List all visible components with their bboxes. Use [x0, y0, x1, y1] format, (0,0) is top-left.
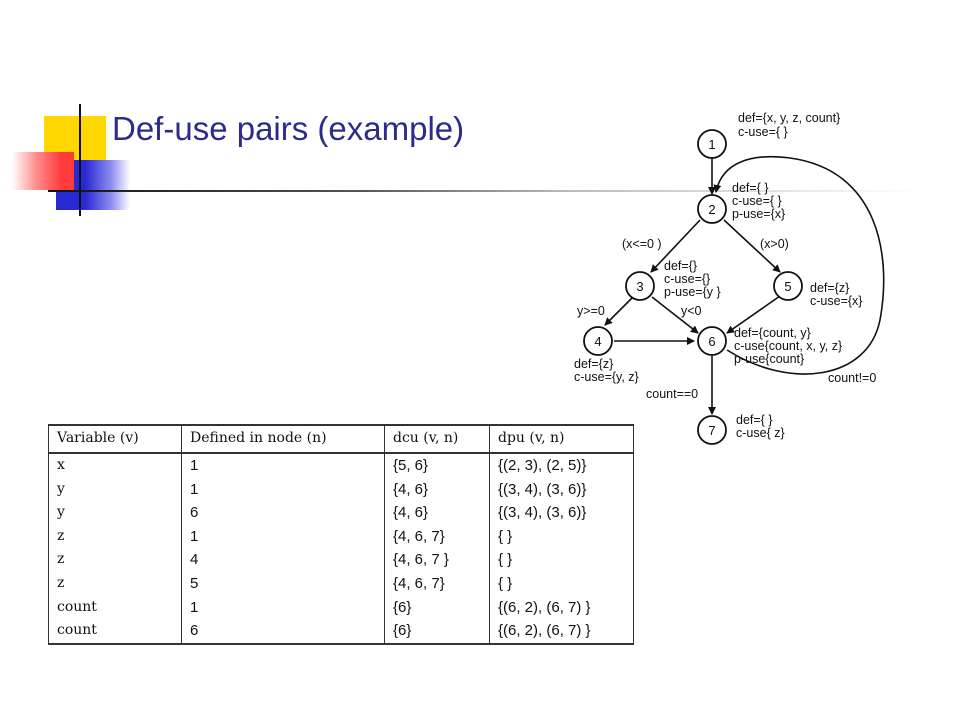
- node-3-cuse: c-use={}: [664, 272, 710, 286]
- cell-defined-node: 6: [181, 501, 385, 525]
- edge-3-6: [651, 296, 699, 334]
- cell-variable: y: [48, 501, 182, 525]
- table-row: z 5 {4, 6, 7} { }: [48, 571, 634, 596]
- edge-6-2: [713, 155, 885, 375]
- node-6-cuse: c-use{count, x, y, z}: [734, 339, 842, 353]
- cell-dpu: {(6, 2), (6, 7) }: [489, 595, 634, 620]
- column-header-dpu: dpu (v, n): [489, 424, 634, 454]
- table-row: y 6 {4, 6} {(3, 4), (3, 6)}: [48, 501, 634, 525]
- node-2: 2: [697, 194, 727, 224]
- node-6-def: def={count, y}: [734, 326, 811, 340]
- cell-variable: z: [48, 524, 182, 549]
- cell-dcu: {5, 6}: [384, 453, 490, 478]
- svg-text:4: 4: [594, 334, 601, 349]
- node-5-cuse: c-use={x}: [810, 294, 862, 308]
- vertical-rule: [79, 104, 81, 216]
- node-2-puse: p-use={x}: [732, 207, 785, 221]
- cell-defined-node: 1: [181, 524, 385, 549]
- edge-5-6: [726, 295, 781, 334]
- edge-3-4: [604, 297, 633, 326]
- cell-dpu: {(6, 2), (6, 7) }: [489, 619, 634, 645]
- cell-dcu: {4, 6}: [384, 477, 490, 502]
- title-underline: [48, 190, 568, 192]
- cell-dpu: {(2, 3), (2, 5)}: [489, 453, 634, 478]
- def-use-table: Variable (v) Defined in node (n) dcu (v,…: [48, 424, 634, 645]
- node-4-cuse: c-use={y, z}: [574, 370, 639, 384]
- cell-dcu: {6}: [384, 619, 490, 645]
- node-5: 5: [773, 271, 803, 301]
- slide-title: Def-use pairs (example): [112, 110, 465, 147]
- node-4-def: def={z}: [574, 357, 613, 371]
- table-row: x 1 {5, 6} {(2, 3), (2, 5)}: [48, 453, 634, 478]
- cell-defined-node: 1: [181, 453, 385, 478]
- node-1-cuse: c-use={ }: [738, 125, 788, 139]
- cell-dpu: { }: [489, 548, 634, 572]
- svg-text:3: 3: [636, 279, 643, 294]
- table-row: z 4 {4, 6, 7 } { }: [48, 548, 634, 572]
- cell-defined-node: 1: [181, 477, 385, 502]
- node-2-def: def={ }: [732, 181, 769, 195]
- table-row: z 1 {4, 6, 7} { }: [48, 524, 634, 549]
- edge-label-3-6: y<0: [681, 304, 702, 318]
- cell-dcu: {6}: [384, 595, 490, 620]
- node-6-puse: p-use{count}: [734, 352, 804, 366]
- column-header-dcu: dcu (v, n): [384, 424, 490, 454]
- cell-dcu: {4, 6, 7}: [384, 571, 490, 596]
- edge-2-3: [650, 219, 701, 273]
- node-2-cuse: c-use={ }: [732, 194, 782, 208]
- cell-variable: y: [48, 477, 182, 502]
- edge-2-5: [723, 219, 781, 273]
- node-3-puse: p-use={y }: [664, 285, 721, 299]
- node-3-def: def={}: [664, 259, 697, 273]
- cell-defined-node: 6: [181, 619, 385, 645]
- edge-label-2-3: (x<=0 ): [622, 237, 662, 251]
- title-underline-fade: [568, 190, 920, 192]
- cell-dpu: { }: [489, 571, 634, 596]
- node-5-def: def={z}: [810, 281, 849, 295]
- edge-label-2-5: (x>0): [760, 237, 789, 251]
- cell-defined-node: 1: [181, 595, 385, 620]
- column-header-variable: Variable (v): [48, 424, 182, 454]
- edge-label-6-2: count!=0: [828, 371, 876, 385]
- edge-label-6-7: count==0: [646, 387, 698, 401]
- table-row: count 6 {6} {(6, 2), (6, 7) }: [48, 619, 634, 645]
- cell-dpu: { }: [489, 524, 634, 549]
- node-3: 3: [625, 271, 655, 301]
- node-4: 4: [583, 326, 613, 356]
- cell-variable: x: [48, 453, 182, 478]
- cell-defined-node: 4: [181, 548, 385, 572]
- svg-text:7: 7: [708, 423, 715, 438]
- column-header-defined-in-node: Defined in node (n): [181, 424, 385, 454]
- node-7-cuse: c-use{ z}: [736, 426, 785, 440]
- node-1: 1: [697, 129, 727, 159]
- red-square: [12, 152, 74, 190]
- cell-dpu: {(3, 4), (3, 6)}: [489, 477, 634, 502]
- node-6: 6: [697, 326, 727, 356]
- cell-dcu: {4, 6}: [384, 501, 490, 525]
- cell-variable: count: [48, 619, 182, 645]
- node-7-def: def={ }: [736, 413, 773, 427]
- cell-dcu: {4, 6, 7 }: [384, 548, 490, 572]
- cell-dcu: {4, 6, 7}: [384, 524, 490, 549]
- svg-text:2: 2: [708, 202, 715, 217]
- cell-variable: z: [48, 571, 182, 596]
- edge-label-3-4: y>=0: [577, 304, 605, 318]
- cell-dpu: {(3, 4), (3, 6)}: [489, 501, 634, 525]
- cell-defined-node: 5: [181, 571, 385, 596]
- table-row: count 1 {6} {(6, 2), (6, 7) }: [48, 595, 634, 620]
- table-header-row: Variable (v) Defined in node (n) dcu (v,…: [48, 424, 634, 454]
- svg-text:6: 6: [708, 334, 715, 349]
- table-row: y 1 {4, 6} {(3, 4), (3, 6)}: [48, 477, 634, 502]
- cell-variable: z: [48, 548, 182, 572]
- cell-variable: count: [48, 595, 182, 620]
- node-1-def: def={x, y, z, count}: [738, 111, 840, 125]
- node-7: 7: [697, 415, 727, 445]
- svg-text:5: 5: [784, 279, 791, 294]
- svg-text:1: 1: [708, 137, 715, 152]
